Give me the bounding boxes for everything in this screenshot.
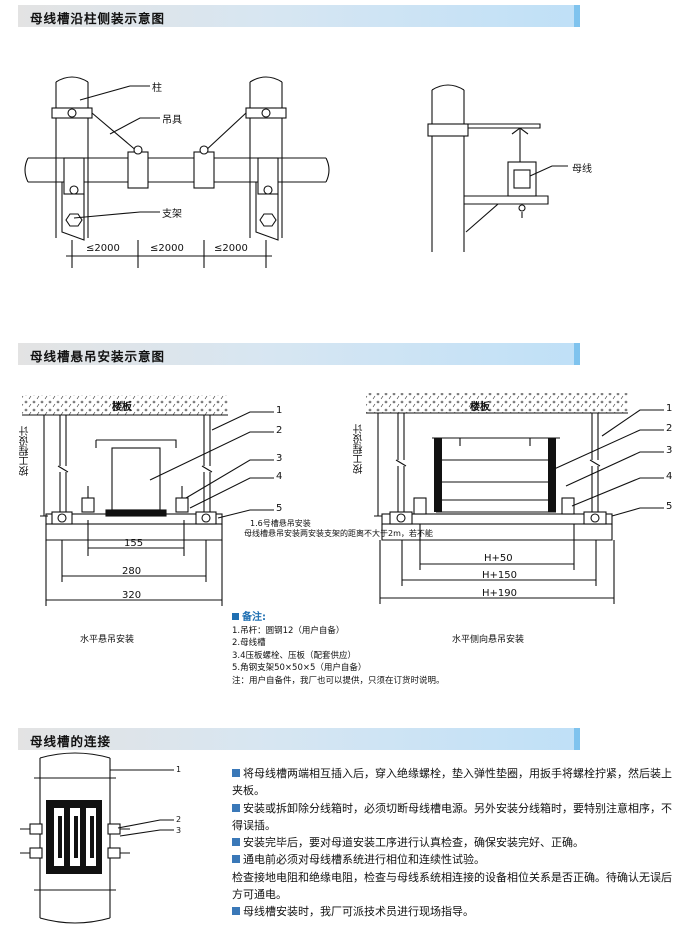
installation-instructions: 将母线槽两端相互插入后，穿入绝缘螺栓，垫入弹性垫圈，用扳手将螺栓拧紧，然后装上夹…: [232, 765, 672, 921]
callout-conn-2: 2: [176, 815, 182, 824]
bullet-square-icon: [232, 803, 240, 812]
callout-left-5: 5: [276, 503, 283, 514]
dim-spacing-3: ≤2000: [214, 243, 248, 254]
label-column: 柱: [152, 83, 162, 94]
notes-title: 备注:: [242, 612, 266, 623]
note-item: 3.4压板螺栓、压板（配套供应）: [232, 650, 357, 661]
instruction-item: 通电前必须对母线槽系统进行相位和连续性试验。: [232, 851, 672, 868]
bullet-square-icon: [232, 613, 239, 620]
horizontal-suspension-drawing: [22, 395, 274, 606]
instruction-item: 安装或拆卸除分线箱时，必须切断母线槽电源。另外安装分线箱时，要特别注意相序，不得…: [232, 801, 672, 832]
dim-h150: H+150: [482, 570, 517, 581]
dim-320: 320: [122, 590, 142, 601]
dim-h190: H+190: [482, 588, 517, 599]
section-header-side-mount: 母线槽沿柱侧装示意图: [18, 5, 580, 27]
side-mount-drawing: [24, 76, 330, 268]
bullet-square-icon: [232, 855, 240, 864]
label-floor-left: 楼板: [112, 402, 132, 413]
callout-right-1: 1: [666, 403, 673, 414]
notes-block: 备注: 1.吊杆：圆钢12（用户自备） 2.母线槽 3.4压板螺栓、压板（配套供…: [232, 612, 532, 687]
callout-left-3: 3: [276, 453, 283, 464]
note-item: 5.角钢支架50×50×5（用户自备）: [232, 663, 367, 673]
section-title: 母线槽悬吊安装示意图: [30, 349, 166, 364]
label-floor-right: 楼板: [470, 402, 490, 413]
section-header-suspension: 母线槽悬吊安装示意图: [18, 343, 580, 365]
caption-horizontal-suspension: 水平悬吊安装: [80, 635, 135, 645]
label-design-height-right: 按工程设计: [354, 424, 365, 474]
label-design-height-left: 按工程设计: [20, 426, 31, 476]
connection-drawing: [20, 752, 174, 924]
instruction-item: 将母线槽两端相互插入后，穿入绝缘螺栓，垫入弹性垫圈，用扳手将螺栓拧紧，然后装上夹…: [232, 767, 672, 798]
callout-right-5: 5: [666, 501, 673, 512]
callout-left-2: 2: [276, 425, 283, 436]
dim-spacing-2: ≤2000: [150, 243, 184, 254]
instruction-item: 安装完毕后，要对母道安装工序进行认真检查，确保安装完好、正确。: [232, 834, 672, 851]
label-hanger: 吊具: [162, 115, 182, 126]
label-bracket: 支架: [162, 209, 182, 220]
label-busbar: 母线: [572, 164, 592, 175]
bullet-square-icon: [232, 838, 240, 847]
callout-conn-3: 3: [176, 826, 182, 835]
section-header-connection: 母线槽的连接: [18, 728, 580, 750]
dim-spacing-1: ≤2000: [86, 243, 120, 254]
dim-155: 155: [124, 538, 144, 549]
section-title: 母线槽的连接: [30, 734, 112, 749]
instruction-item: 母线槽安装时，我厂可派技术员进行现场指导。: [232, 903, 672, 920]
caption-side-suspension: 水平侧向悬吊安装: [452, 635, 525, 645]
note-item: 2.母线槽: [232, 638, 266, 648]
small-note-2: 母线槽悬吊安装两安装支架的距离不大于2m，若不能: [244, 529, 433, 538]
note-item: 注：用户自备件，我厂也可以提供，只须在订货时说明。: [232, 675, 445, 686]
bullet-square-icon: [232, 907, 240, 916]
small-note-1: 1.6号槽悬吊安装: [250, 519, 311, 528]
notes-title-row: 备注:: [232, 612, 532, 625]
instruction-item: 检查接地电阻和绝缘电阻，检查与母线系统相连接的设备相位关系是否正确。待确认无误后…: [232, 870, 672, 902]
callout-conn-1: 1: [176, 765, 182, 774]
side-view-drawing: [427, 84, 568, 252]
section-title: 母线槽沿柱侧装示意图: [30, 11, 166, 26]
callout-left-4: 4: [276, 471, 283, 482]
callout-right-2: 2: [666, 423, 673, 434]
callout-right-4: 4: [666, 471, 673, 482]
bullet-square-icon: [232, 769, 240, 777]
callout-right-3: 3: [666, 445, 673, 456]
note-item: 1.吊杆：圆钢12（用户自备）: [232, 625, 345, 636]
dim-h50: H+50: [484, 553, 513, 564]
callout-left-1: 1: [276, 405, 283, 416]
dim-280: 280: [122, 566, 142, 577]
side-suspension-drawing: [366, 393, 664, 604]
